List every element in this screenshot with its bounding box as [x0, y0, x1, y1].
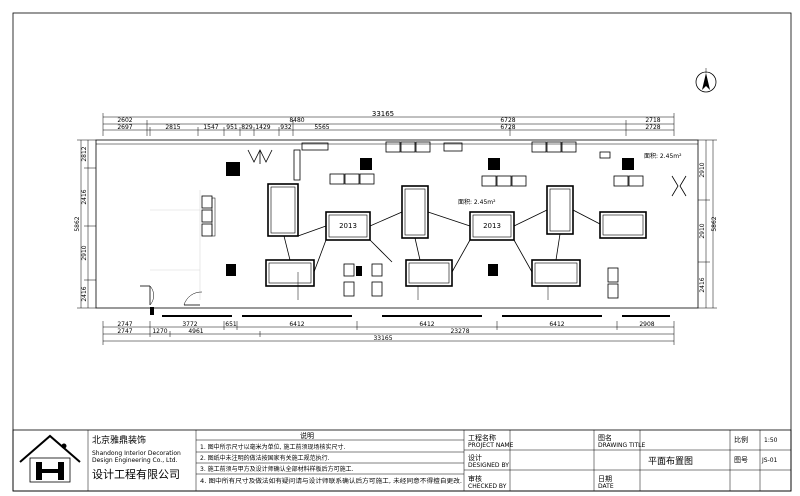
company-name-en-2: Design Engineering Co., Ltd. — [92, 457, 178, 464]
dim-top-lower-4: 951 — [226, 124, 238, 131]
columns — [226, 158, 634, 276]
dim-top-lower-9: 6728 — [500, 124, 515, 131]
dim-bottom-lower-2: 1270 — [152, 328, 167, 335]
table-8 — [405, 259, 453, 287]
dim-left-2: 2416 — [81, 189, 88, 204]
dim-right-2: 2910 — [699, 223, 706, 238]
dimension-bottom: 2747 3772 651 6412 6412 6412 2908 2747 1… — [102, 321, 675, 345]
dim-top-upper-4: 2718 — [645, 117, 660, 124]
dim-top-lower-5: 829 — [241, 124, 253, 131]
drawing-name: 平面布置图 — [648, 455, 693, 467]
company-name-cn: 北京雅鼎装饰 — [92, 434, 146, 446]
house-logo-icon — [19, 434, 81, 483]
table-7 — [265, 259, 315, 287]
dimension-left: 5862 2812 2416 2910 2416 — [74, 139, 96, 309]
note-1: 1. 图中所示尺寸以毫米为单位, 施工前须现场核实尺寸. — [200, 443, 345, 451]
designer-label: 设计 — [468, 453, 482, 462]
door-swing-left — [140, 285, 154, 306]
designer-label-en: DESIGNED BY — [468, 462, 509, 469]
dim-top-lower-10: 2728 — [645, 124, 660, 131]
table-6 — [599, 211, 647, 239]
date-label-en: DATE — [598, 483, 614, 490]
dim-top-lower-6: 1429 — [255, 124, 270, 131]
entry-post — [150, 307, 154, 315]
dim-right-3: 2416 — [699, 277, 706, 292]
title-block — [12, 429, 792, 492]
dim-bottom-upper-6: 6412 — [549, 321, 564, 328]
check-label: 审核 — [468, 474, 482, 483]
dim-top-lower-3: 1547 — [203, 124, 218, 131]
project-label: 工程名称 — [468, 433, 496, 442]
dim-left-overall: 5862 — [74, 216, 81, 231]
dining-tables: 2013 — [265, 183, 647, 287]
room-label-2: 2013 — [483, 222, 501, 230]
date-label: 日期 — [598, 475, 612, 483]
drawing-label-en: DRAWING TITLE — [598, 442, 646, 449]
table-9 — [531, 259, 581, 287]
room-label-1: 2013 — [339, 222, 357, 230]
dim-left-4: 2416 — [81, 286, 88, 301]
dim-top-lower-8: 5565 — [314, 124, 329, 131]
dim-bottom-upper-4: 6412 — [289, 321, 304, 328]
dim-top-lower-1: 2697 — [117, 124, 132, 131]
dim-top-lower-7: 932 — [280, 124, 292, 131]
notes-title: 说明 — [300, 431, 314, 440]
table-1 — [267, 183, 299, 237]
area-label-1: 面积: 2.45m² — [458, 198, 496, 206]
dim-left-3: 2910 — [81, 245, 88, 260]
dim-bottom-upper-1: 2747 — [117, 321, 132, 328]
dim-bottom-upper-5: 6412 — [419, 321, 434, 328]
building-walls — [95, 139, 699, 317]
dim-top-upper-1: 2602 — [117, 117, 132, 124]
dim-top-upper-3: 6728 — [500, 117, 515, 124]
dim-bottom-upper-3: 651 — [225, 321, 237, 328]
note-3: 3. 施工前须与甲方及设计师确认全部材料样板后方可施工. — [200, 465, 354, 473]
dim-bottom-lower-1: 2747 — [117, 328, 132, 335]
circulation-lines — [283, 209, 601, 300]
dim-bottom-upper-7: 2908 — [639, 321, 654, 328]
scale-label: 比例 — [734, 435, 748, 444]
scale-value: 1:50 — [764, 437, 778, 444]
sheet-value: JS-01 — [761, 457, 778, 464]
dim-right-1: 2910 — [699, 162, 706, 177]
table-5 — [546, 185, 574, 235]
dim-right-overall: 5862 — [711, 216, 718, 231]
dim-bottom-lower-4: 23278 — [450, 328, 469, 335]
window-symbol-left — [247, 149, 273, 164]
dimension-top: 33165 2602 8480 6728 2718 2697 2815 1547… — [102, 110, 675, 136]
dimension-right: 5862 2910 2910 2416 — [698, 139, 718, 309]
dim-top-overall: 33165 — [372, 110, 394, 118]
check-label-en: CHECKED BY — [468, 483, 507, 490]
area-label-2: 面积: 2.45m² — [644, 152, 682, 160]
north-arrow-icon — [695, 68, 717, 93]
note-4: 4. 图中所有尺寸及做法如有疑问请与设计师联系确认后方可施工, 未经同意不得擅自… — [200, 477, 462, 485]
table-3 — [401, 185, 429, 239]
note-2: 2. 图纸中未注明的做法按国家有关施工规范执行. — [200, 454, 330, 462]
company-name-en-1: Shandong Interior Decoration — [92, 450, 181, 457]
sheet-border — [12, 12, 792, 492]
dim-bottom-lower-3: 4961 — [188, 328, 203, 335]
sheet-label: 图号 — [734, 456, 748, 464]
dim-top-lower-2: 2815 — [165, 124, 180, 131]
dim-bottom-upper-2: 3772 — [182, 321, 197, 328]
window-symbol-right — [671, 175, 687, 197]
company-name-full: 设计工程有限公司 — [92, 467, 180, 481]
dim-left-1: 2812 — [81, 146, 88, 161]
dim-top-upper-2: 8480 — [289, 117, 304, 124]
door-swing-right — [183, 291, 203, 306]
dim-bottom-overall: 33165 — [373, 335, 392, 342]
drawing-label: 图名 — [598, 433, 612, 442]
seating-units — [201, 141, 644, 299]
project-label-en: PROJECT NAME — [468, 442, 514, 449]
